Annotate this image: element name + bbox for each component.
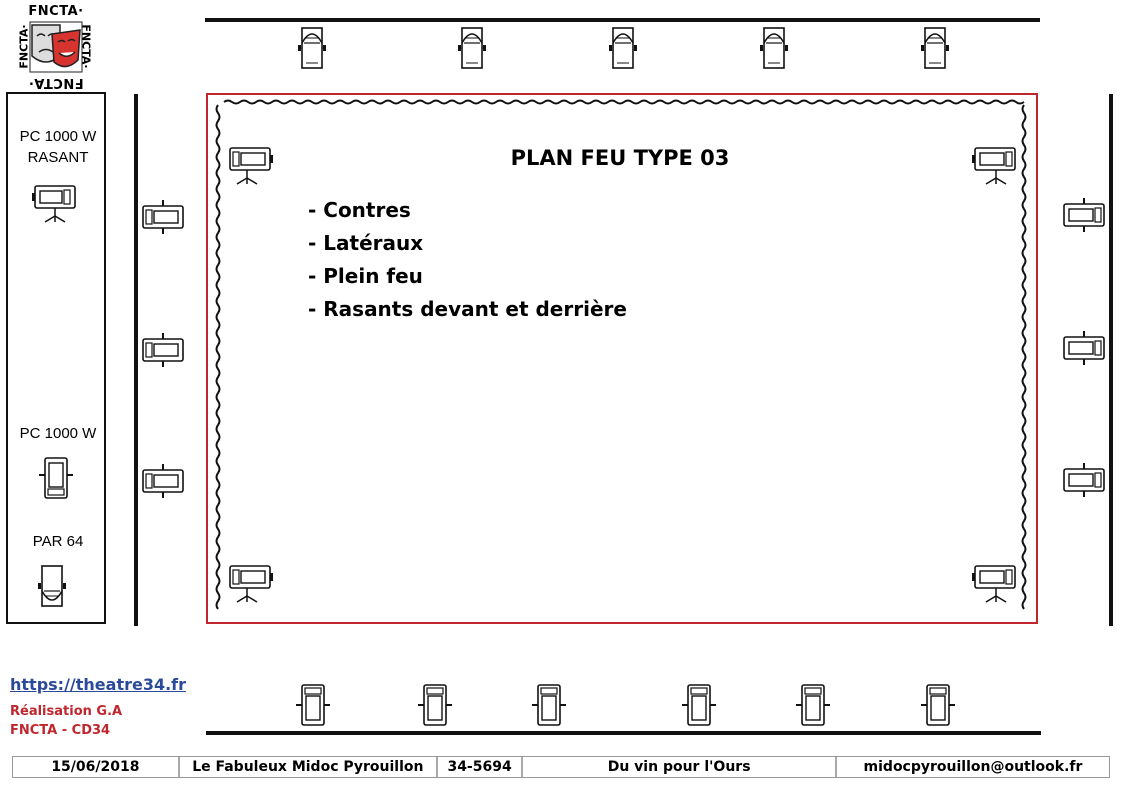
curtain-drape bbox=[215, 99, 1027, 610]
pc-lateral-icon bbox=[142, 200, 184, 234]
pc-rasant-icon bbox=[32, 185, 76, 223]
par64-icon bbox=[609, 27, 637, 69]
par64-icon bbox=[298, 27, 326, 69]
pc-face-icon bbox=[418, 684, 452, 726]
pc-lateral-icon bbox=[142, 333, 184, 367]
left-batten bbox=[134, 94, 138, 626]
bullet-item: - Latéraux bbox=[308, 231, 424, 255]
pc-face-icon bbox=[532, 684, 566, 726]
footer-code: 34-5694 bbox=[438, 757, 524, 777]
website-link[interactable]: https://theatre34.fr bbox=[10, 675, 187, 694]
footer-date: 15/06/2018 bbox=[13, 757, 180, 777]
pc-lateral-icon bbox=[1063, 331, 1105, 365]
footer-email: midocpyrouillon@outlook.fr bbox=[863, 759, 1083, 775]
pc-face-icon bbox=[796, 684, 830, 726]
footer-show: Du vin pour l'Ours bbox=[523, 757, 837, 777]
pc-rasant-icon bbox=[229, 565, 273, 603]
plan-bullets: - Contres - Latéraux - Plein feu - Rasan… bbox=[308, 196, 627, 328]
pc-rasant-icon bbox=[972, 565, 1016, 603]
legend-par-label: PAR 64 bbox=[32, 533, 84, 550]
bottom-batten bbox=[206, 731, 1041, 735]
pc-rasant-icon bbox=[972, 147, 1016, 185]
realisation-credit: Réalisation G.A bbox=[10, 704, 123, 719]
legend-pc-rasant-line1: PC 1000 W bbox=[19, 128, 97, 145]
logo-text-left: FNCTA· bbox=[17, 24, 31, 69]
par64-legend-icon bbox=[38, 565, 66, 607]
footer-info-bar: 15/06/2018 Le Fabuleux Midoc Pyrouillon … bbox=[12, 756, 1110, 778]
theatre-masks-icon bbox=[29, 21, 83, 73]
par64-icon bbox=[921, 27, 949, 69]
pc-lateral-icon bbox=[1063, 198, 1105, 232]
stage-area bbox=[206, 93, 1038, 624]
pc-lateral-icon bbox=[142, 464, 184, 498]
bullet-item: - Contres bbox=[308, 198, 411, 222]
pc-face-icon bbox=[296, 684, 330, 726]
pc-icon bbox=[39, 457, 73, 499]
legend-pc-label: PC 1000 W bbox=[19, 425, 97, 442]
pc-face-icon bbox=[921, 684, 955, 726]
org-credit: FNCTA - CD34 bbox=[10, 723, 111, 738]
legend-panel: PC 1000 W RASANT PC 1000 W PAR 64 bbox=[6, 92, 106, 624]
bullet-item: - Rasants devant et derrière bbox=[308, 297, 627, 321]
par64-icon bbox=[760, 27, 788, 69]
plan-title: PLAN FEU TYPE 03 bbox=[510, 146, 730, 170]
legend-pc-rasant-line2: RASANT bbox=[27, 149, 89, 166]
pc-lateral-icon bbox=[1063, 463, 1105, 497]
right-batten bbox=[1109, 94, 1113, 626]
legend-pc-rasant-label: PC 1000 W RASANT bbox=[8, 126, 108, 168]
logo-text-bottom: FNCTA· bbox=[28, 75, 84, 90]
bullet-item: - Plein feu bbox=[308, 264, 423, 288]
footer-company: Le Fabuleux Midoc Pyrouillon bbox=[180, 757, 438, 777]
fncta-logo: FNCTA· FNCTA· FNCTA· FNCTA· bbox=[14, 4, 98, 90]
logo-text-top: FNCTA· bbox=[28, 4, 84, 19]
par64-icon bbox=[458, 27, 486, 69]
top-batten bbox=[205, 18, 1040, 22]
pc-rasant-icon bbox=[229, 147, 273, 185]
pc-face-icon bbox=[682, 684, 716, 726]
